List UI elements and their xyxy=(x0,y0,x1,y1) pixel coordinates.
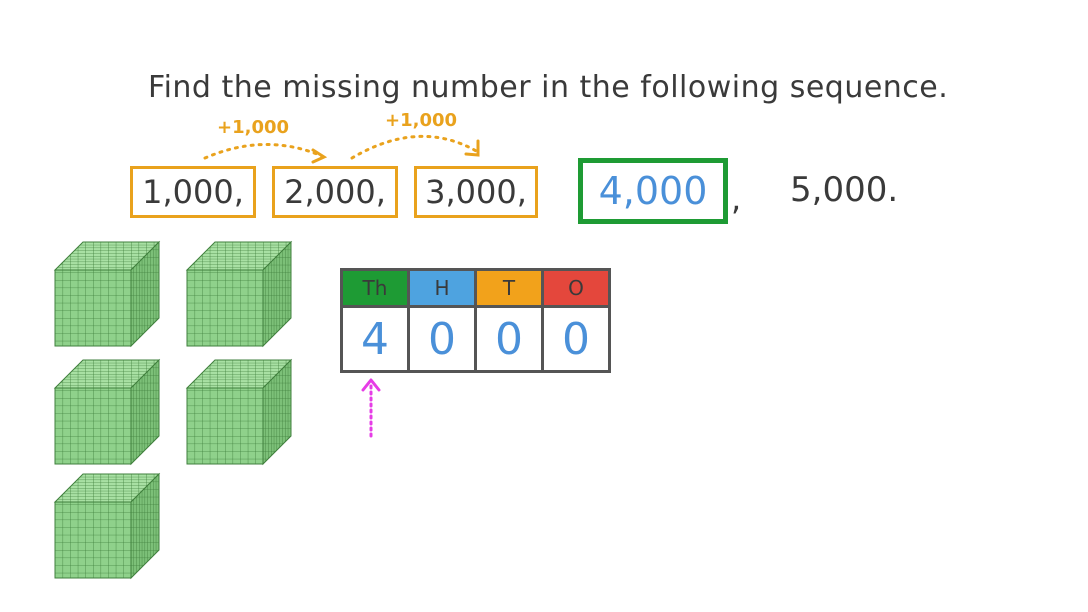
question-text: Find the missing number in the following… xyxy=(148,70,949,105)
step-arc-2-head xyxy=(464,139,480,157)
place-value-table: Th H T O 4 0 0 0 xyxy=(340,268,611,373)
header-thousands: Th xyxy=(340,268,410,308)
sequence-term-3: 3,000, xyxy=(414,166,538,218)
thousand-cubes xyxy=(54,241,292,579)
answer-comma: , xyxy=(731,180,742,218)
digit-ones: 0 xyxy=(541,305,611,373)
thousand-cube-4 xyxy=(186,359,292,465)
step-label-1: +1,000 xyxy=(217,117,290,138)
digit-thousands: 4 xyxy=(340,305,410,373)
step-arc-2 xyxy=(350,135,480,160)
header-tens: T xyxy=(474,268,544,308)
step-arc-1-head xyxy=(311,148,328,164)
last-term: 5,000. xyxy=(790,170,899,210)
header-ones: O xyxy=(541,268,611,308)
digit-tens: 0 xyxy=(474,305,544,373)
sequence-term-1: 1,000, xyxy=(130,166,256,218)
place-value-header-row: Th H T O xyxy=(340,268,611,308)
sequence-term-2: 2,000, xyxy=(272,166,398,218)
step-label-2: +1,000 xyxy=(385,110,458,131)
header-hundreds: H xyxy=(407,268,477,308)
step-arc-1 xyxy=(203,143,324,160)
thousand-cube-1 xyxy=(54,241,160,347)
answer-box: 4,000 xyxy=(578,158,728,224)
step-arcs xyxy=(203,135,480,164)
place-value-digit-row: 4 0 0 0 xyxy=(340,305,611,373)
pointer-arrow-icon xyxy=(361,378,381,438)
thousand-cube-2 xyxy=(186,241,292,347)
thousand-cube-3 xyxy=(54,359,160,465)
thousand-cube-5 xyxy=(54,473,160,579)
digit-hundreds: 0 xyxy=(407,305,477,373)
